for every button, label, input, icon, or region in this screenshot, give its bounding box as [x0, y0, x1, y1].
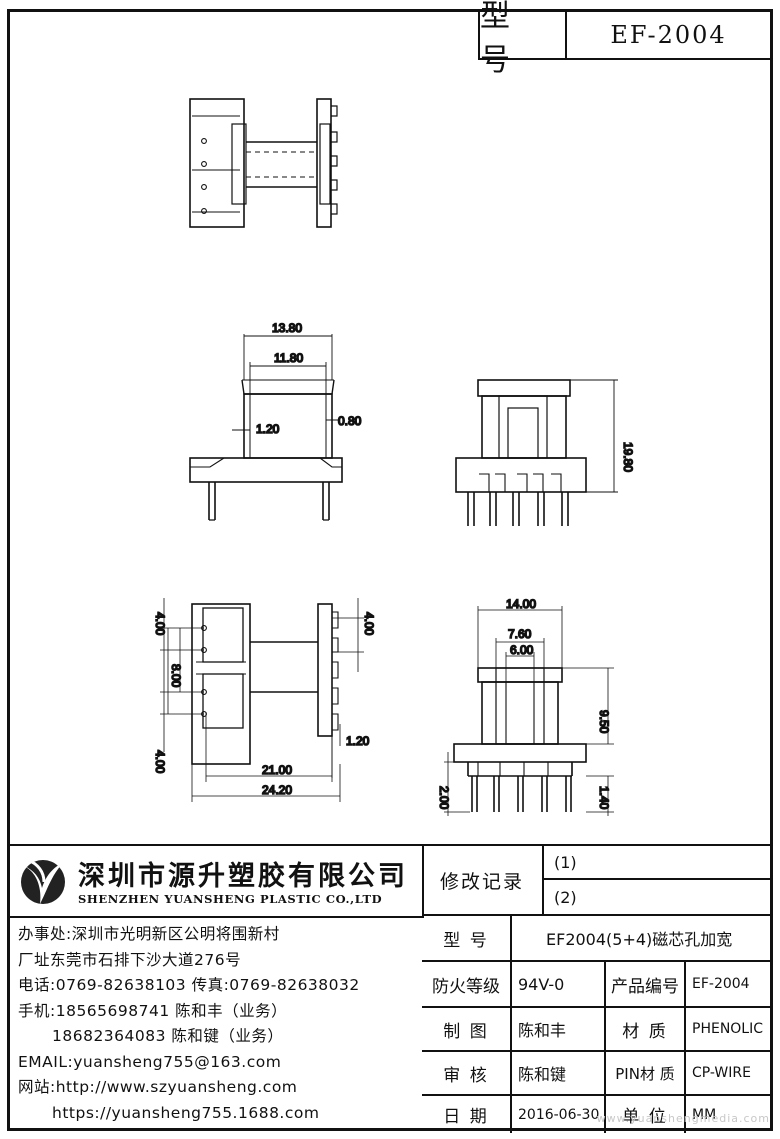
drawn-row: 制 图 陈和丰 材 质 PHENOLIC — [422, 1008, 770, 1052]
product-no-label: 产品编号 — [604, 962, 684, 1006]
drawn-value: 陈和丰 — [510, 1008, 604, 1050]
revision-2: (2) — [554, 887, 577, 907]
spec-grid: 修改记录 (1) (2) 型 号 EF2004(5+4)磁芯孔加宽 防火等级 9… — [422, 846, 772, 1133]
watermark: www.yuanshengmedia.com — [596, 1112, 770, 1125]
contact-info: 办事处:深圳市光明新区公明将围新村 厂址东莞市石排下沙大道276号 电话:076… — [18, 922, 418, 1126]
front-view — [189, 334, 343, 521]
fire-label: 防火等级 — [432, 976, 500, 997]
technical-drawing: 13.80 11.80 1.20 0.80 19.80 4.00 4.00 8.… — [152, 98, 636, 816]
dim-1-20-front: 1.20 — [256, 422, 280, 436]
date-value: 2016-06-30 — [510, 1096, 604, 1133]
phone-fax: 电话:0769-82638103 传真:0769-82638032 — [18, 976, 360, 994]
side-view — [455, 379, 618, 526]
pin-material-label: PIN材 质 — [604, 1052, 684, 1094]
mobile-2: 18682364083 陈和键（业务） — [52, 1027, 284, 1045]
website-1: 网站:http://www.szyuansheng.com — [18, 1078, 298, 1096]
dim-24-20: 24.20 — [262, 783, 292, 797]
company-name-en: SHENZHEN YUANSHENG PLASTIC CO.,LTD — [78, 892, 383, 906]
end-view — [444, 606, 614, 816]
dim-4-00-top-right: 4.00 — [362, 612, 376, 636]
factory-address: 厂址东莞市石排下沙大道276号 — [18, 950, 242, 969]
material-value: PHENOLIC — [684, 1008, 770, 1050]
material-label: 材 质 — [604, 1008, 684, 1050]
dim-8-00: 8.00 — [169, 664, 183, 688]
check-label: 审 核 — [443, 1065, 489, 1086]
revision-1: (1) — [544, 846, 772, 880]
fire-row: 防火等级 94V-0 产品编号 EF-2004 — [422, 962, 770, 1008]
model-label: 型 号 — [443, 930, 489, 951]
dim-6-00: 6.00 — [510, 643, 534, 657]
unit-label: 单 位 — [604, 1096, 684, 1133]
title-block: 深圳市源升塑胶有限公司 SHENZHEN YUANSHENG PLASTIC C… — [10, 844, 772, 1133]
check-value: 陈和键 — [510, 1052, 604, 1094]
check-row: 审 核 陈和键 PIN材 质 CP-WIRE — [422, 1052, 770, 1096]
dim-9-50: 9.50 — [597, 710, 611, 734]
dim-1-20-bottom: 1.20 — [346, 734, 370, 748]
dim-4-00-top-left: 4.00 — [153, 612, 167, 636]
mobile-1: 手机:18565698741 陈和丰（业务） — [18, 1001, 288, 1020]
company-name-cn: 深圳市源升塑胶有限公司 — [78, 861, 408, 892]
website-2: https://yuansheng755.1688.com — [52, 1103, 320, 1122]
revision-label: 修改记录 — [439, 870, 524, 893]
model-row: 型 号 EF2004(5+4)磁芯孔加宽 — [422, 916, 770, 962]
product-no-value: EF-2004 — [684, 962, 770, 1006]
unit-value: MM — [684, 1096, 770, 1133]
dim-0-80: 0.80 — [338, 414, 362, 428]
date-row: 日 期 2016-06-30 单 位 MM — [422, 1096, 770, 1133]
pin-material-value: CP-WIRE — [684, 1052, 770, 1094]
revision-entries: (1) (2) — [542, 846, 772, 914]
date-label: 日 期 — [443, 1107, 489, 1127]
dim-13-80: 13.80 — [272, 321, 302, 335]
revision-row: 修改记录 (1) (2) — [422, 846, 772, 916]
model-value: EF2004(5+4)磁芯孔加宽 — [510, 916, 770, 960]
dim-19-80: 19.80 — [621, 442, 635, 472]
top-view — [189, 98, 338, 228]
dim-11-80: 11.80 — [274, 351, 303, 365]
drawn-label: 制 图 — [443, 1021, 489, 1042]
company-header: 深圳市源升塑胶有限公司 SHENZHEN YUANSHENG PLASTIC C… — [10, 846, 424, 918]
dim-1-40: 1.40 — [597, 786, 611, 810]
dim-2-00: 2.00 — [437, 786, 451, 810]
dim-14-00: 14.00 — [506, 597, 536, 611]
bottom-view — [160, 598, 364, 802]
model-header-value: EF-2004 — [610, 21, 727, 49]
company-logo-icon — [21, 858, 65, 904]
dim-4-00-bottom-left: 4.00 — [153, 750, 167, 774]
dim-7-60: 7.60 — [508, 627, 532, 641]
office-address: 办事处:深圳市光明新区公明将围新村 — [18, 925, 280, 943]
drawing-sheet: 型 号 EF-2004 — [7, 0, 773, 1133]
email: EMAIL:yuansheng755@163.com — [18, 1052, 282, 1071]
fire-value: 94V-0 — [510, 962, 604, 1006]
dim-21-00: 21.00 — [262, 763, 292, 777]
